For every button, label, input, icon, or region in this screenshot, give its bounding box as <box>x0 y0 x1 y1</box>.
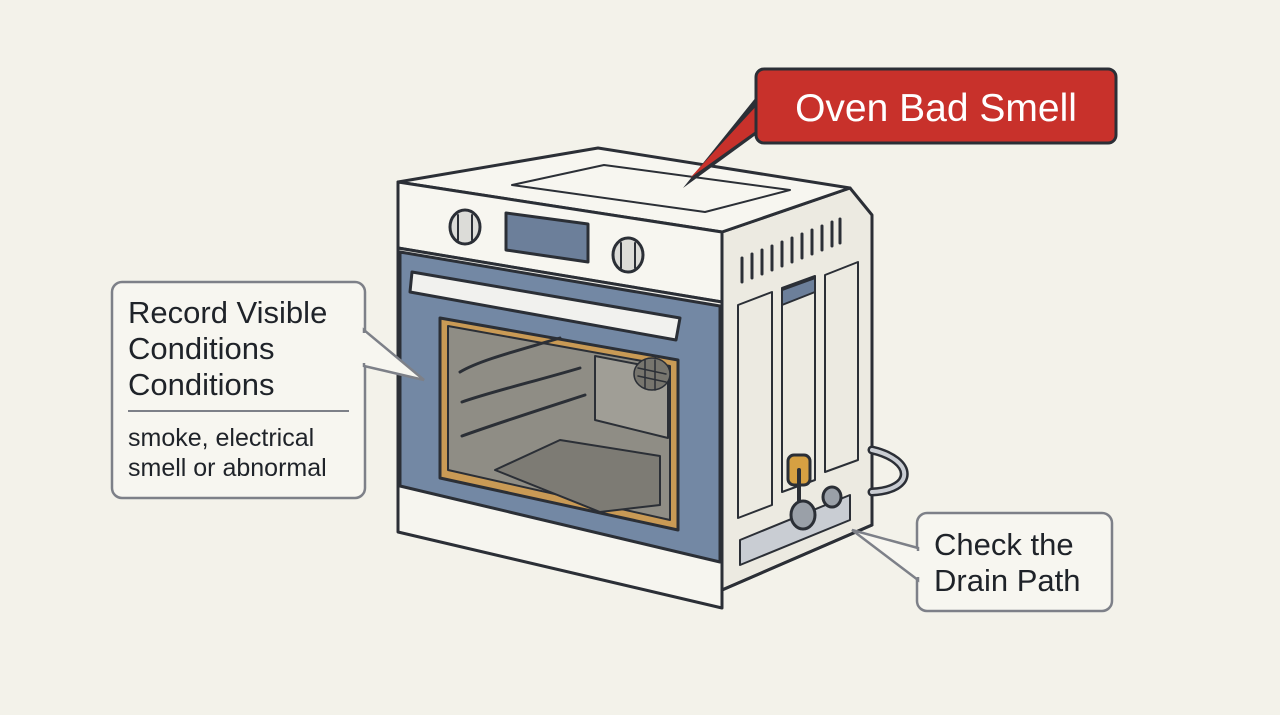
left-callout-body-line-2: smell or abnormal <box>128 454 327 482</box>
left-callout-heading-line-2: Conditions <box>128 331 274 366</box>
right-callout-line-2: Drain Path <box>934 563 1080 598</box>
door-handle[interactable] <box>408 270 682 342</box>
left-callout-body-line-1: smoke, electrical <box>128 424 314 452</box>
left-callout-box <box>110 280 367 500</box>
display-screen <box>504 211 590 264</box>
oven-illustration <box>396 146 909 610</box>
side-vents <box>740 217 842 284</box>
fan-grille <box>633 357 671 391</box>
left-callout: Record Visible Conditions Conditions smo… <box>110 280 425 500</box>
right-callout-pointer <box>851 528 920 583</box>
oven-tray <box>494 439 661 513</box>
left-callout-heading-line-3: Conditions <box>128 367 274 402</box>
right-knob <box>611 236 645 274</box>
oven-racks <box>458 336 587 438</box>
right-callout: Check the Drain Path <box>851 511 1114 613</box>
title-callout: Oven Bad Smell <box>683 67 1118 188</box>
title-callout-box <box>754 67 1118 145</box>
drain-valve[interactable] <box>786 453 843 531</box>
left-callout-heading-line-1: Record Visible <box>128 295 327 330</box>
title-callout-text: Oven Bad Smell <box>795 87 1077 130</box>
title-callout-pointer <box>683 96 757 188</box>
side-ribs <box>737 261 859 519</box>
left-knob <box>448 208 482 246</box>
oven-top-inset <box>511 164 791 213</box>
right-callout-line-1: Check the <box>934 527 1074 562</box>
